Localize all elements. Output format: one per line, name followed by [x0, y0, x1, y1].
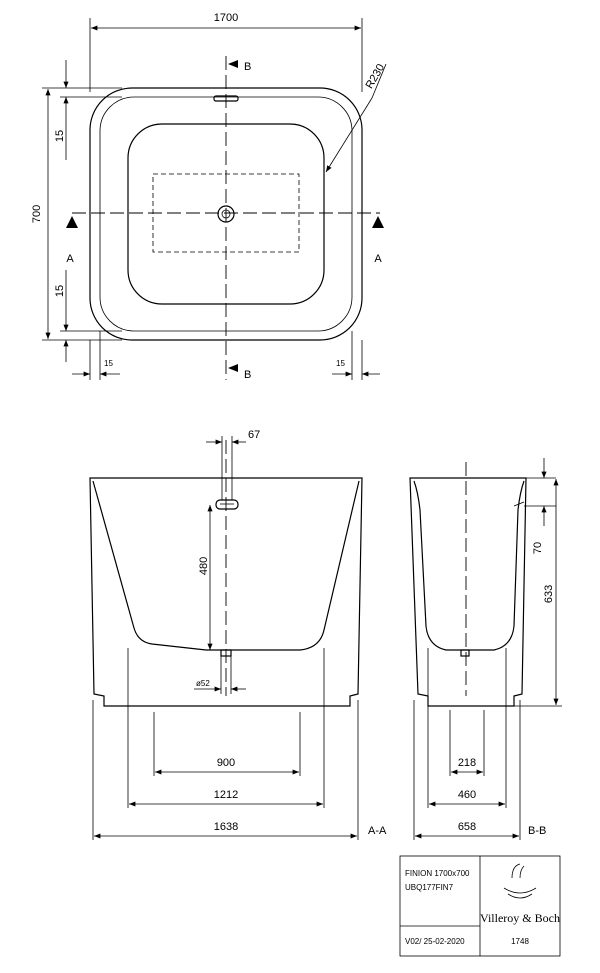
inner-span-bb-dimension: 218	[458, 757, 476, 769]
section-bb-view: 70 633 218 460 658 B-B	[409, 458, 562, 840]
rim-top-dimension: 15	[54, 130, 66, 142]
radius-dimension: R230	[364, 62, 388, 91]
tub-section-aa-outline	[89, 477, 363, 707]
section-aa-view: 67 480 ø52 900 1212 1638 A-A	[89, 429, 387, 840]
overflow-aa-icon	[215, 499, 239, 510]
depth-dimension: 700	[31, 205, 43, 223]
rim-left-dimension: 15	[104, 359, 113, 368]
drawing-version: V02/ 25-02-2020	[405, 937, 465, 946]
overflow-dimension: 67	[248, 429, 260, 441]
section-marker-a-left: A	[66, 216, 78, 265]
brand-year: 1748	[511, 937, 529, 946]
brand-logo-icon	[503, 863, 537, 899]
section-marker-a-right: A	[372, 216, 384, 265]
foot-span-aa-dimension: 1212	[214, 789, 238, 801]
drain-bb-icon	[460, 649, 470, 657]
section-bb-label: B-B	[528, 825, 546, 837]
rim-bottom-dimension: 15	[54, 285, 66, 297]
section-marker-b-bottom: B	[228, 364, 251, 381]
rim-height-dimension: 70	[532, 542, 544, 554]
product-code: UBQ177FIN7	[405, 883, 454, 892]
svg-text:A: A	[374, 253, 382, 265]
brand-name: Villeroy & Boch	[480, 911, 560, 925]
tub-basin-bb-outline	[413, 480, 525, 651]
top-view: 1700 700 15 15 15 15 R230	[31, 12, 387, 381]
svg-text:A: A	[66, 253, 74, 265]
svg-text:B: B	[244, 61, 251, 73]
total-height-dimension: 633	[543, 585, 555, 603]
section-aa-label: A-A	[368, 825, 387, 837]
width-dimension: 1700	[214, 12, 238, 24]
section-marker-b-top: B	[228, 60, 251, 73]
foot-span-bb-dimension: 460	[458, 789, 476, 801]
product-name: FINION 1700x700	[405, 869, 470, 878]
svg-text:B: B	[244, 369, 251, 381]
title-block: FINION 1700x700 UBQ177FIN7 V02/ 25-02-20…	[399, 855, 561, 957]
overall-length-aa-dimension: 1638	[214, 821, 238, 833]
overall-width-bb-dimension: 658	[458, 821, 476, 833]
inner-span-aa-dimension: 900	[217, 757, 235, 769]
tub-section-bb-outline	[409, 477, 527, 707]
rim-right-dimension: 15	[336, 359, 345, 368]
overflow-height-dimension: 480	[198, 557, 210, 575]
drain-diameter-dimension: ø52	[196, 679, 210, 688]
